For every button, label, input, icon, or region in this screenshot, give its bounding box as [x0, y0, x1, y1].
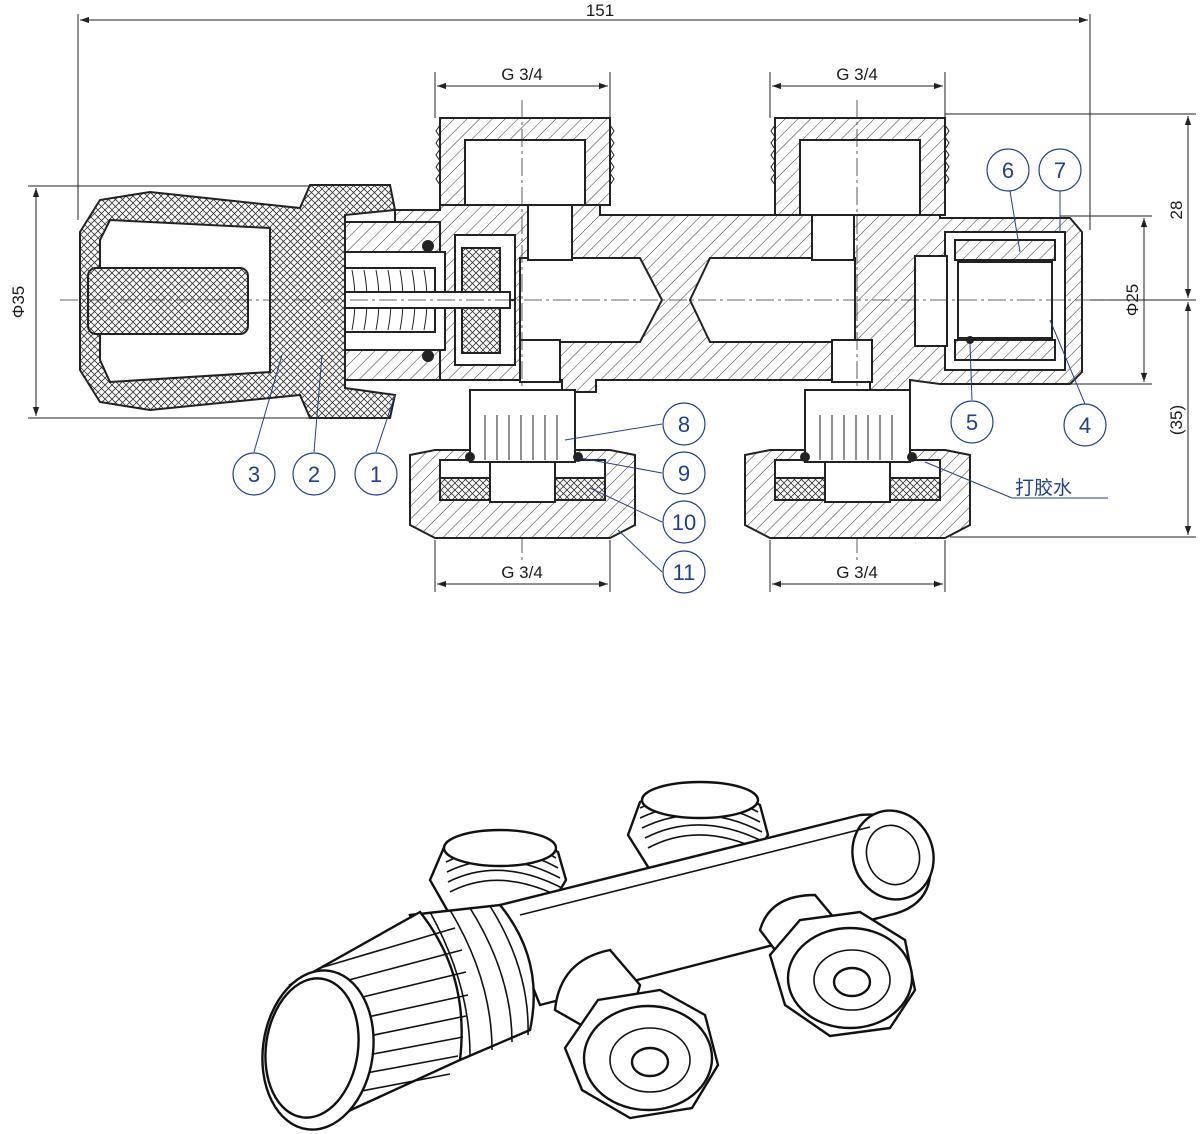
left-tailpiece — [469, 389, 576, 463]
callouts: 1 2 3 4 5 6 7 — [232, 148, 1108, 594]
callout-10: 10 — [589, 487, 706, 544]
thread-bottom-left-label: G 3/4 — [501, 563, 543, 582]
isometric-view — [261, 780, 935, 1131]
svg-text:1: 1 — [370, 462, 382, 487]
callout-4: 4 — [1049, 319, 1107, 447]
dimension-right-heights: 28 (35) — [945, 113, 1196, 538]
section-view — [60, 100, 1110, 560]
svg-text:2: 2 — [308, 462, 320, 487]
overall-length-label: 151 — [586, 1, 614, 20]
left-lower-passage — [519, 339, 561, 383]
right-vertical-passage — [811, 214, 855, 261]
callout-9: 9 — [579, 451, 706, 495]
thread-top-left-label: G 3/4 — [501, 65, 543, 84]
dimension-thread-top-left: G 3/4 — [434, 65, 611, 118]
bottom-right-union — [744, 389, 971, 539]
right-height-bottom-label: (35) — [1167, 405, 1186, 435]
thread-bottom-right-label: G 3/4 — [836, 563, 878, 582]
glue-note: 打胶水 — [924, 461, 1108, 499]
callout-7: 7 — [1038, 148, 1082, 232]
svg-text:4: 4 — [1079, 413, 1091, 438]
knob-diameter-label: Φ35 — [9, 286, 28, 318]
callout-11: 11 — [617, 529, 706, 594]
svg-text:11: 11 — [673, 560, 696, 585]
dimension-knob-diameter: Φ35 — [9, 185, 330, 419]
iso-knob — [261, 903, 535, 1131]
callout-2: 2 — [292, 354, 336, 496]
glue-note-label: 打胶水 — [1015, 477, 1072, 499]
hand-knob — [60, 184, 1110, 419]
svg-text:3: 3 — [248, 462, 260, 487]
svg-text:5: 5 — [966, 410, 978, 435]
right-tailpiece — [804, 389, 911, 463]
callout-1: 1 — [354, 394, 398, 496]
callout-8: 8 — [564, 402, 706, 446]
svg-text:10: 10 — [672, 510, 696, 535]
iso-union-left — [553, 948, 720, 1120]
svg-text:6: 6 — [1002, 158, 1014, 183]
iso-top-port-front — [428, 828, 568, 917]
callout-6: 6 — [986, 148, 1030, 253]
dimension-thread-top-right: G 3/4 — [769, 65, 946, 118]
dimension-thread-bottom-right: G 3/4 — [769, 540, 946, 592]
svg-text:9: 9 — [678, 461, 690, 486]
right-height-top-label: 28 — [1167, 201, 1186, 220]
dimension-thread-bottom-left: G 3/4 — [434, 540, 611, 592]
callout-5: 5 — [950, 343, 994, 444]
thread-top-right-label: G 3/4 — [836, 65, 878, 84]
iso-union-right — [758, 893, 917, 1038]
svg-text:8: 8 — [678, 412, 690, 437]
bottom-left-union — [409, 389, 636, 539]
right-lower-passage — [831, 339, 873, 383]
callout-3: 3 — [232, 354, 283, 496]
left-vertical-passage — [527, 204, 573, 261]
svg-text:7: 7 — [1054, 158, 1066, 183]
